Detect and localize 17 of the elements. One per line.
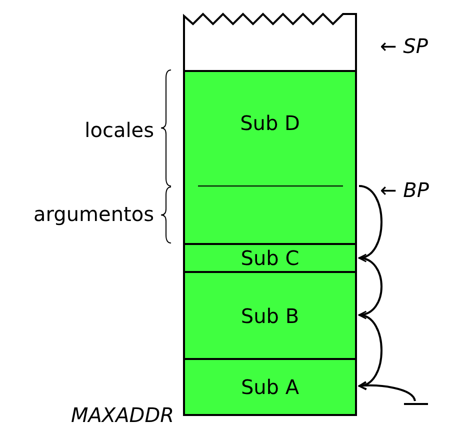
curved-arrow bbox=[358, 257, 382, 318]
stack-frame bbox=[183, 70, 357, 245]
address-label: MAXADDR bbox=[70, 403, 174, 427]
curved-arrow bbox=[358, 185, 382, 261]
frame-label: Sub B bbox=[240, 304, 300, 326]
curved-arrow bbox=[358, 314, 382, 389]
stack-frame bbox=[183, 271, 357, 360]
frame-label: Sub A bbox=[240, 376, 300, 398]
region-label: locales bbox=[84, 118, 154, 142]
pointer-label: ← BP bbox=[380, 178, 429, 202]
pointer-label: ← SP bbox=[380, 34, 428, 58]
stack-frame bbox=[183, 243, 357, 273]
stack-frame bbox=[183, 358, 357, 416]
region-label: argumentos bbox=[34, 202, 154, 226]
frame-label: Sub D bbox=[240, 112, 300, 134]
frame-label: Sub C bbox=[240, 247, 300, 269]
curved-arrow bbox=[358, 381, 416, 402]
